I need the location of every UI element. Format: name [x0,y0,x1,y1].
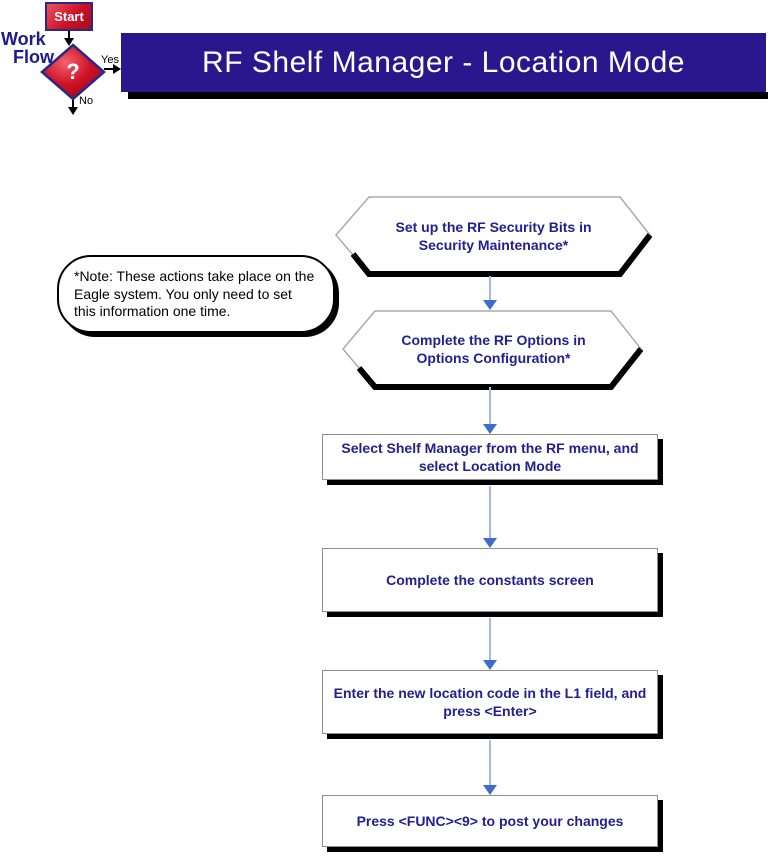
yes-label: Yes [101,54,119,66]
arrow-down-icon [483,538,497,548]
connector-arrow-5 [483,740,497,795]
step-constants-screen: Complete the constants screen [322,548,658,612]
logo-word-flow: Flow [13,47,54,67]
hexagon-shape-icon [335,196,653,277]
yes-arrow-line [104,68,114,70]
connector-arrow-1 [483,276,497,310]
step-security-bits-label: Set up the RF Security Bits in Security … [395,219,592,253]
step-location-code: Enter the new location code in the L1 fi… [322,670,658,734]
step-security-bits [331,192,656,289]
step-post-changes-label: Press <FUNC><9> to post your changes [356,813,624,829]
start-to-decision-arrowhead-icon [64,38,74,46]
decision-diamond-icon [40,43,106,101]
connector-line [489,486,491,538]
no-label: No [79,95,94,107]
note-callout: *Note: These actions take place on the E… [57,255,335,333]
connector-arrow-2 [483,387,497,434]
hexagon-shape-icon [342,310,644,390]
step-shelf-manager-label: Select Shelf Manager from the RF menu, a… [341,440,639,474]
decision-question-mark: ? [66,59,80,84]
connector-line [489,740,491,785]
title-banner-shadow [128,92,768,99]
step-rf-options-label: Complete the RF Options in Options Confi… [401,332,586,366]
title-banner: RF Shelf Manager - Location Mode [121,33,766,92]
connector-arrow-3 [483,486,497,548]
start-node: Start [45,2,93,31]
arrow-down-icon [483,660,497,670]
no-arrow-line [72,100,74,108]
arrow-down-icon [483,785,497,795]
start-to-decision-arrow-line [68,31,70,39]
connector-line [489,387,491,424]
start-label: Start [54,9,84,24]
arrow-down-icon [483,424,497,434]
page-title: RF Shelf Manager - Location Mode [202,45,685,79]
no-arrowhead-icon [68,107,78,115]
step-constants-screen-label: Complete the constants screen [386,572,594,588]
connector-line [489,276,491,300]
connector-arrow-4 [483,618,497,670]
step-rf-options [338,305,648,402]
connector-line [489,618,491,660]
arrow-down-icon [483,300,497,310]
logo-word-work: Work [1,29,46,49]
step-post-changes: Press <FUNC><9> to post your changes [322,795,658,847]
step-shelf-manager: Select Shelf Manager from the RF menu, a… [322,434,658,480]
yes-arrowhead-icon [113,64,121,74]
step-location-code-label: Enter the new location code in the L1 fi… [333,685,647,719]
